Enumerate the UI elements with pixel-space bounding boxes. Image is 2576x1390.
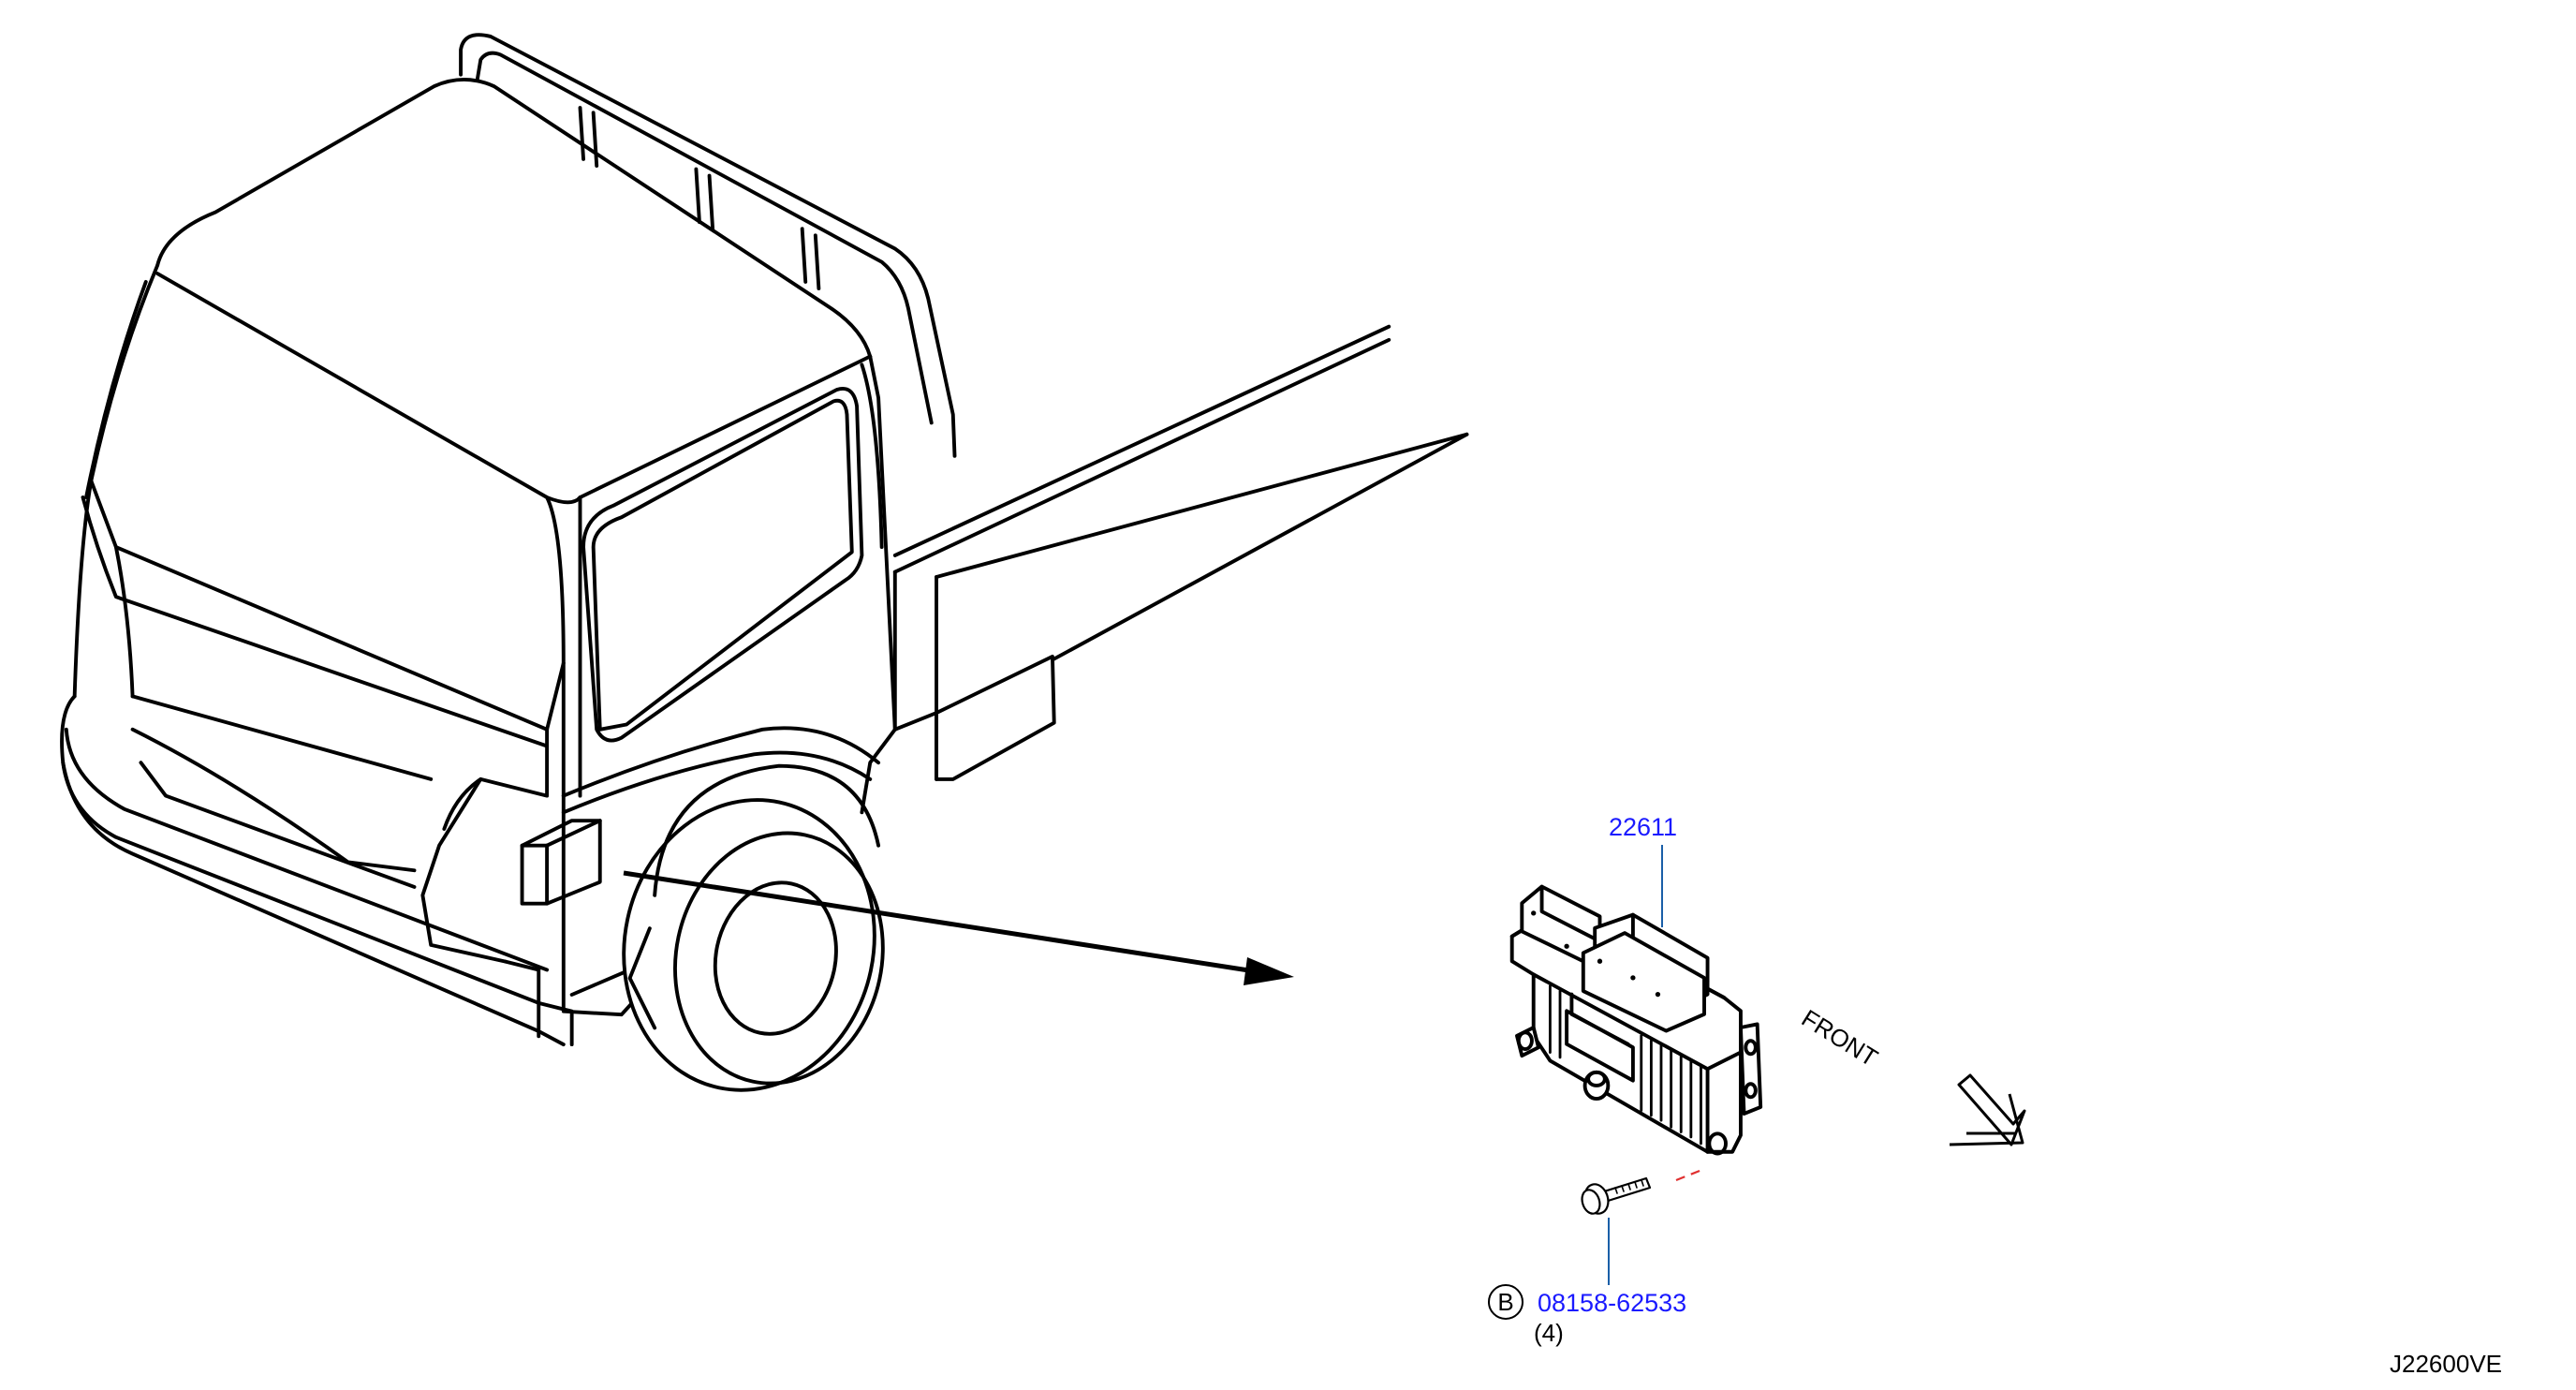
front-bumper — [60, 694, 574, 1047]
front-indicator: FRONT — [1797, 1004, 2026, 1146]
location-pointer-arrow — [623, 870, 1294, 985]
bolt-part-number[interactable]: 08158-62533 — [1538, 1289, 1686, 1317]
svg-text:B: B — [1497, 1288, 1513, 1316]
bolt-callout[interactable]: B 08158-62533 (4) — [1488, 1218, 1686, 1347]
ecu-part-number[interactable]: 22611 — [1609, 813, 1677, 841]
front-label: FRONT — [1797, 1004, 1883, 1072]
ecu-module — [1509, 884, 1763, 1156]
circle-b-icon: B — [1488, 1284, 1524, 1320]
ecu-callout[interactable]: 22611 — [1609, 813, 1677, 927]
ecu-cooling-fins — [1548, 984, 1702, 1146]
cab-guard-frame — [459, 33, 957, 458]
diagram-code: J22600VE — [2390, 1350, 2502, 1378]
bolt-alignment-line — [1675, 1167, 1705, 1182]
front-wheel — [622, 763, 885, 1092]
front-arrow-icon — [1949, 1073, 2026, 1146]
bolt-icon — [1581, 1176, 1652, 1215]
truck-illustration — [60, 33, 1469, 1092]
bolt-quantity: (4) — [1534, 1319, 1564, 1347]
truck-cab — [72, 78, 897, 1017]
truck-bed — [892, 324, 1469, 781]
